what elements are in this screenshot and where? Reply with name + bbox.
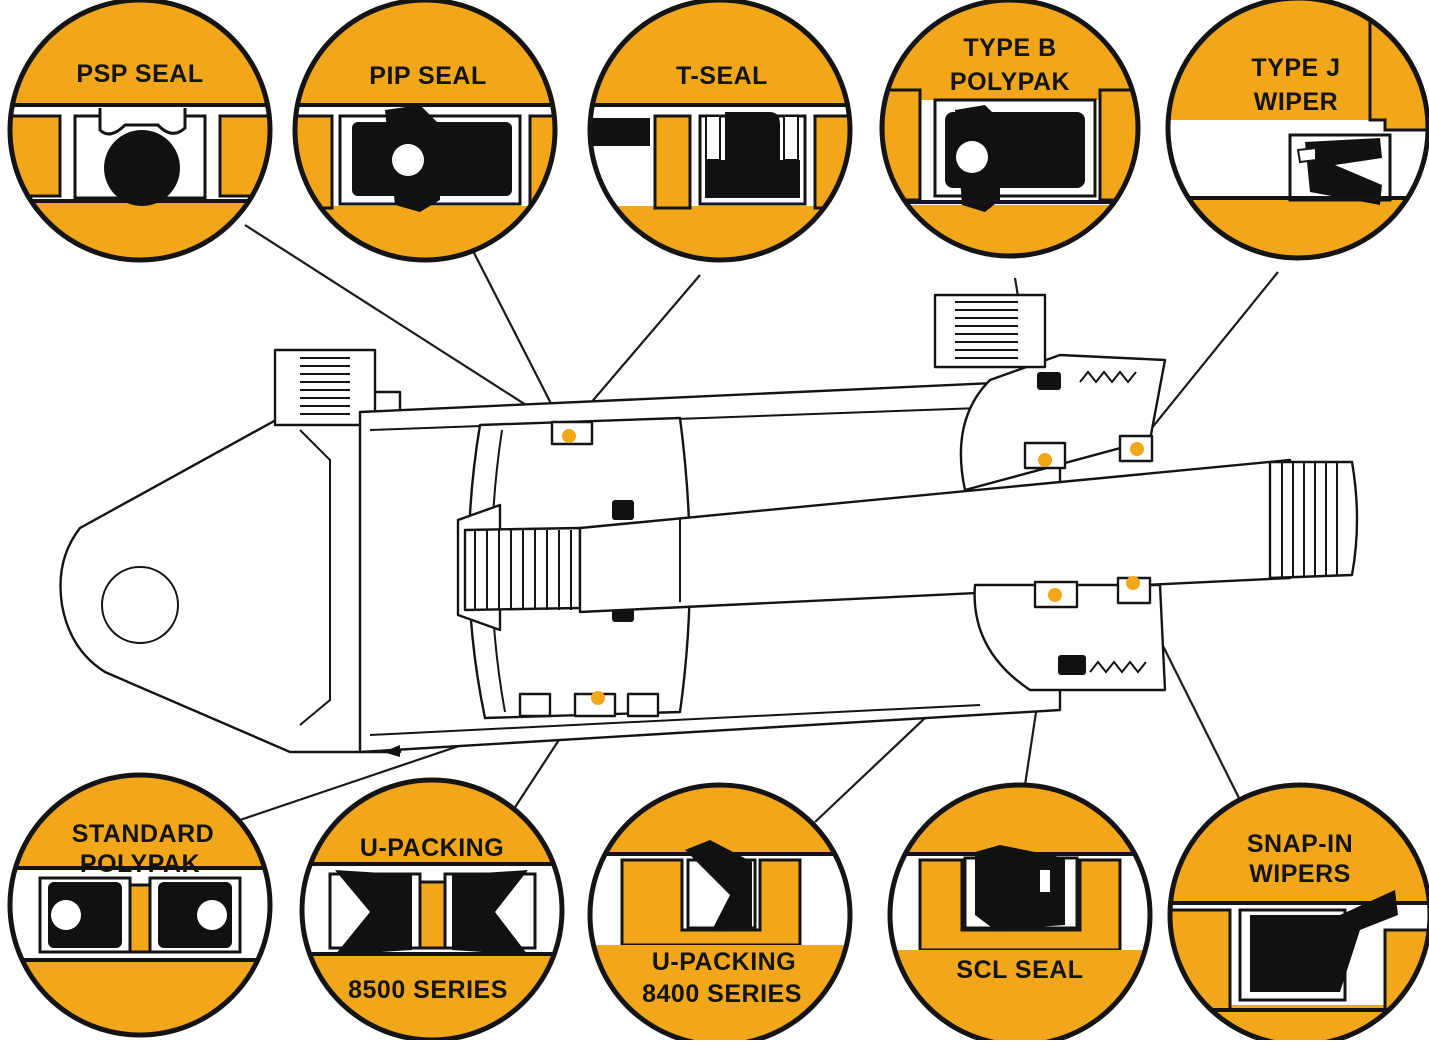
leader-typej [1137, 271, 1279, 446]
callout-t-seal: T-SEAL [587, 0, 853, 263]
label-snap-line1: SNAP-IN [1247, 830, 1353, 858]
head-oring-top [1037, 372, 1061, 390]
dot-gland-bottom [1048, 588, 1062, 602]
callout-type-b-polypak: TYPE B POLYPAK [879, 0, 1141, 259]
label-typeb-line1: TYPE B [963, 34, 1056, 62]
dot-wiper-bottom [1126, 576, 1140, 590]
piston-groove-bottom [518, 692, 660, 718]
label-u8500-line1: U-PACKING [360, 834, 504, 862]
dot-wiper-top [1130, 442, 1144, 456]
label-standard-line2: POLYPAK [80, 850, 200, 878]
label-typej-line1: TYPE J [1251, 54, 1340, 82]
hydraulic-cylinder [59, 293, 1359, 757]
callout-u-packing-8500: U-PACKING 8500 SERIES [299, 777, 565, 1043]
leader-pip [469, 244, 563, 426]
barrel-weld-mark [383, 745, 400, 757]
label-pip-seal: PIP SEAL [369, 62, 486, 90]
rear-port-threads [300, 357, 350, 415]
label-scl-seal: SCL SEAL [956, 956, 1083, 984]
callout-psp-seal: PSP SEAL [7, 0, 273, 263]
head-port-boss [933, 293, 1047, 369]
piston-oring-top [612, 500, 634, 520]
callout-type-j-wiper: TYPE J WIPER [1165, 0, 1429, 261]
callout-u-packing-8400: U-PACKING 8400 SERIES [587, 782, 853, 1045]
rear-port-boss [273, 348, 377, 427]
leader-psp [244, 224, 566, 431]
label-typeb-line2: POLYPAK [950, 68, 1070, 96]
rod-end-threads [1268, 460, 1359, 580]
callout-snap-in-wipers: SNAP-IN WIPERS [1167, 782, 1429, 1045]
label-snap-line2: WIPERS [1249, 860, 1351, 888]
clevis-pin-hole [101, 566, 179, 644]
rod-end-thread-lines [1281, 462, 1338, 577]
label-u8400-line1: U-PACKING [652, 948, 796, 976]
label-t-seal: T-SEAL [676, 62, 768, 90]
dot-piston-bottom [591, 691, 605, 705]
callout-pip-seal: PIP SEAL [292, 0, 558, 263]
label-u8500-line2: 8500 SERIES [348, 976, 508, 1004]
barrel-bore-bottom [369, 704, 981, 736]
head-zigzag-top [1079, 370, 1137, 384]
label-typej-line2: WIPER [1254, 88, 1338, 116]
label-standard-line1: STANDARD [72, 820, 214, 848]
label-u8400-line2: 8400 SERIES [642, 980, 802, 1008]
rod-threads [474, 530, 572, 610]
callout-scl-seal: SCL SEAL [887, 782, 1153, 1045]
rear-cap-inner [299, 429, 331, 726]
head-port-threads [955, 301, 1018, 359]
leader-t [571, 274, 701, 426]
head-zigzag-bottom [1089, 660, 1147, 674]
rear-cap-clevis [59, 390, 402, 754]
callout-standard-polypak: STANDARD POLYPAK [7, 772, 273, 1038]
dot-gland-top [1038, 453, 1052, 467]
head-oring-bottom [1058, 655, 1086, 675]
cylinder-head-lower [973, 583, 1167, 692]
label-psp-seal: PSP SEAL [76, 60, 203, 88]
dot-piston-top [562, 429, 576, 443]
